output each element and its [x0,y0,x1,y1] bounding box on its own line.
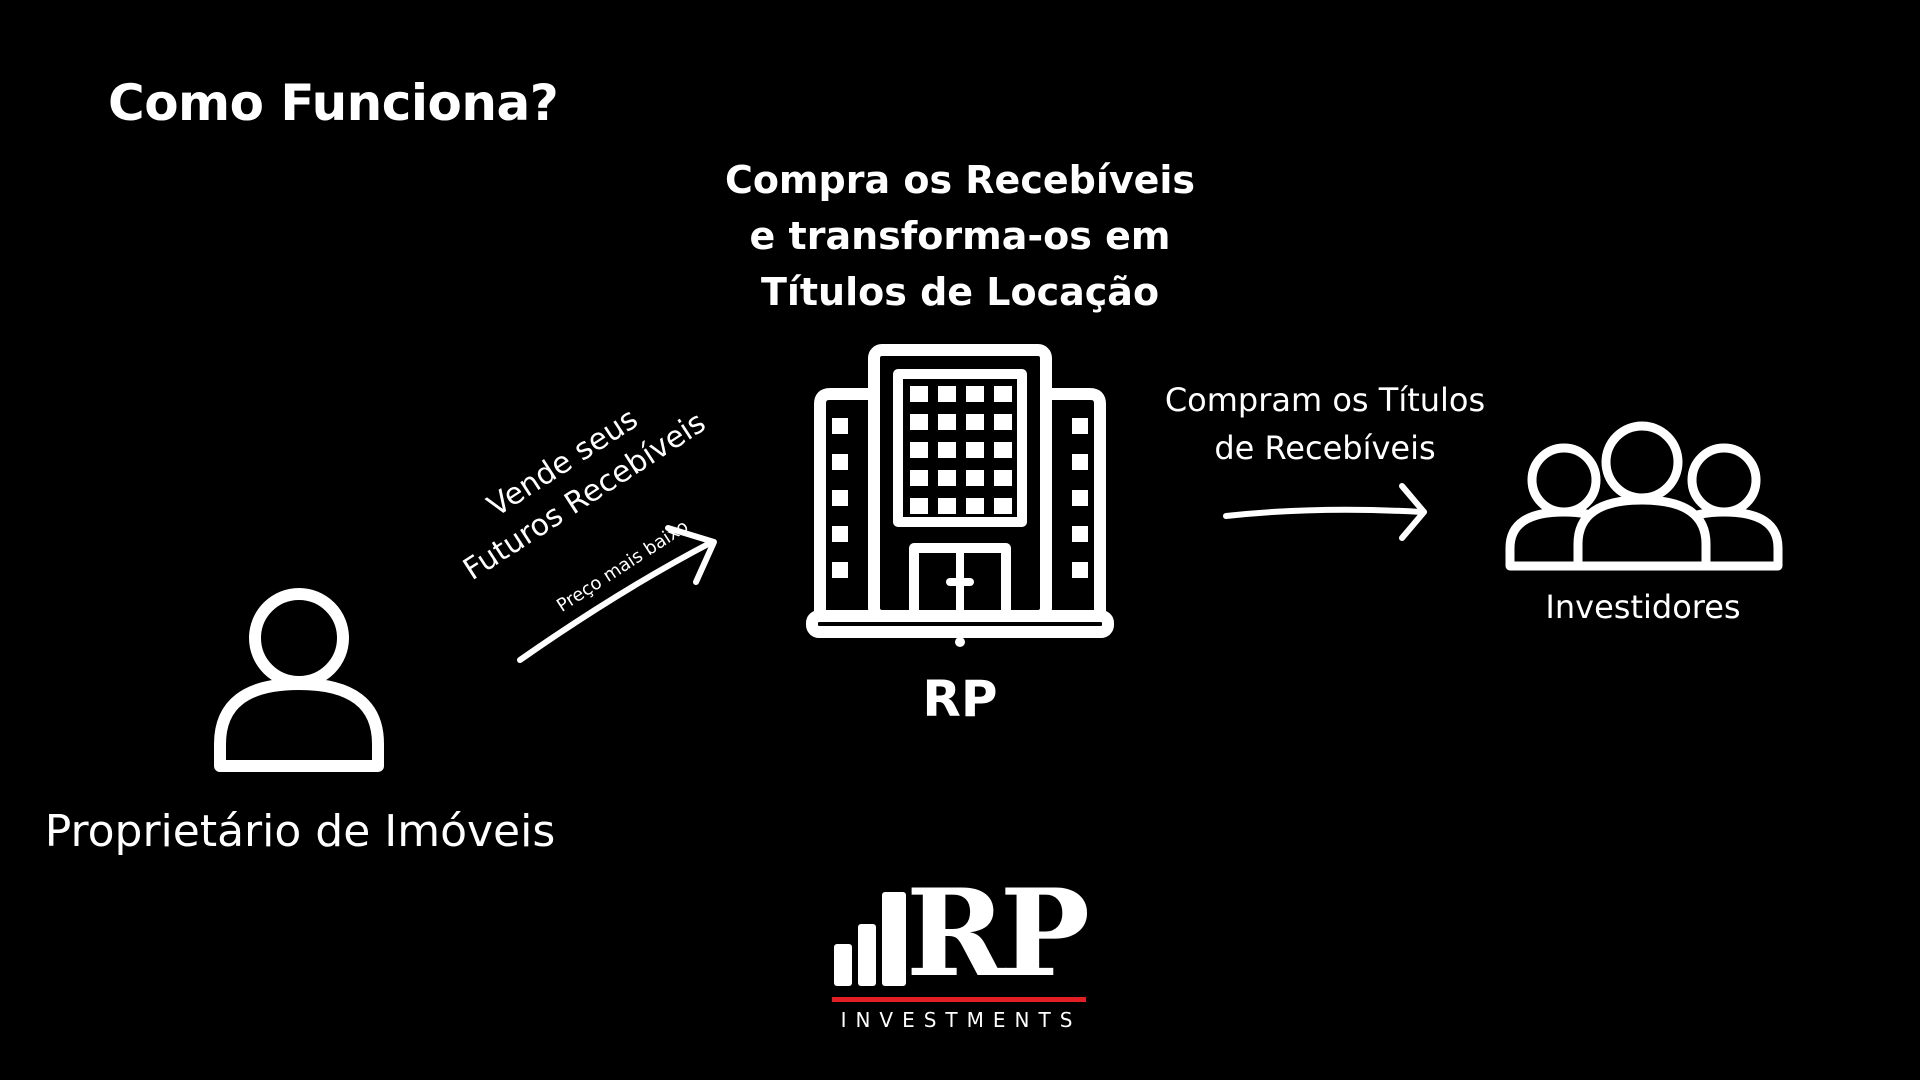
investors-label: Investidores [1545,588,1741,626]
buy-arrow-label: Compram os Títulos de Recebíveis [1140,376,1510,472]
bar-chart-logo-icon [834,892,906,986]
buy-arrow-line: Compram os Títulos [1164,381,1486,419]
logo-subtitle: INVESTMENTS [840,1008,1082,1032]
group-icon [1505,421,1783,571]
building-icon [806,344,1114,647]
buy-arrow [1223,483,1427,541]
sell-arrow [517,525,717,663]
logo-accent-line [832,997,1086,1002]
center-description-line: e transforma-os em [749,214,1171,258]
center-description: Compra os Recebíveis e transforma-os em … [660,152,1260,320]
center-description-line: Títulos de Locação [760,270,1160,314]
buy-arrow-line: de Recebíveis [1214,429,1436,467]
center-description-line: Compra os Recebíveis [724,158,1196,202]
page-title: Como Funciona? [108,74,559,132]
rp-label: RP [922,670,998,728]
owner-label: Proprietário de Imóveis [44,806,556,857]
person-icon [214,588,384,772]
logo-mark: RP [906,863,1090,1004]
